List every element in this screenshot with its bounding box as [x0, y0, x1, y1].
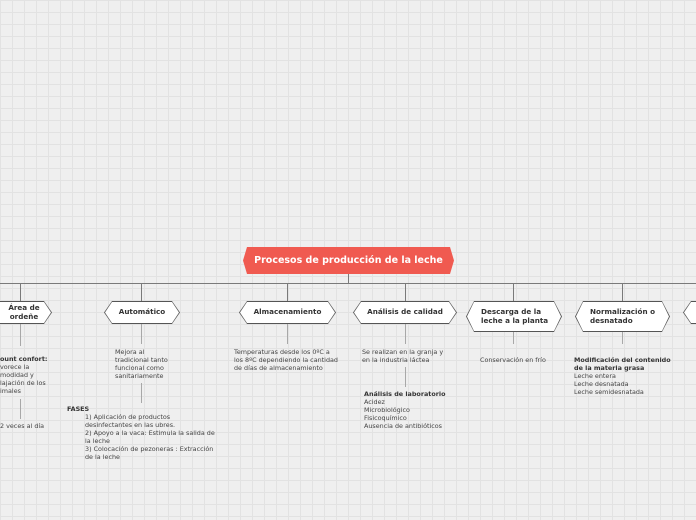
note-line: modidad y [0, 371, 34, 379]
note-line: Mejora al [115, 348, 145, 356]
note-line: 1) Aplicación de productos [85, 413, 171, 421]
topic-label: Almacenamiento [253, 307, 322, 317]
note-title: Análisis de laboratorio [364, 390, 446, 398]
note-title: Modificación del contenido [574, 356, 671, 364]
note-line: 3) Colocación de pezoneras : Extracción [85, 445, 214, 453]
root-connector [348, 274, 349, 283]
note-auto-phases: FASES 1) Aplicación de productos desinfe… [67, 405, 215, 461]
note-norm: Modificación del contenido de la materia… [574, 356, 671, 396]
note-orde: ount confort: vorece la modidad y lajaci… [0, 355, 47, 395]
note-title: ount confort: [0, 355, 48, 363]
topic-label: Análisis de calidad [367, 307, 443, 317]
branch-drop-almac [287, 283, 288, 301]
note-almac: Temperaturas desde los 0ºC a los 8ºC dep… [234, 348, 338, 372]
note-line: de la leche [85, 453, 120, 461]
note-line: Ausencia de antibióticos [364, 422, 443, 430]
note-line: Se realizan en la granja y [362, 348, 444, 356]
topic-label: Área de [8, 303, 40, 312]
note-line: Leche desnatada [574, 380, 629, 388]
topic-partial-right[interactable] [683, 301, 696, 324]
topic-almacenamiento[interactable]: Almacenamiento [239, 301, 336, 324]
branch-drop-calidad [405, 283, 406, 301]
central-topic-label: Procesos de producción de la leche [254, 255, 443, 266]
note-line: imales [0, 387, 21, 395]
note-calidad-lab: Análisis de laboratorio Acidez Microbiol… [364, 390, 445, 430]
topic-label: Automático [118, 307, 166, 317]
note-line: los 8ºC dependiendo la cantidad [234, 356, 338, 364]
branch-drop-auto [141, 283, 142, 301]
topic-label: Normalización o [590, 307, 656, 316]
note-line: Leche entera [574, 372, 616, 380]
note-connector [405, 367, 406, 387]
topic-analisis-calidad[interactable]: Análisis de calidad [353, 301, 457, 324]
central-topic[interactable]: Procesos de producción de la leche [243, 247, 454, 274]
note-connector [20, 399, 21, 419]
note-line: lajación de los [0, 379, 46, 387]
note-connector [141, 383, 142, 403]
note-line: tradicional tanto [115, 356, 168, 364]
note-line: Temperaturas desde los 0ºC a [234, 348, 330, 356]
topic-label: leche a la planta [481, 315, 549, 325]
note-line: desinfectantes en las ubres. [85, 421, 176, 429]
note-line: 2) Apoyo a la vaca: Estimula la salida d… [85, 429, 215, 437]
topic-label: Descarga de la [481, 307, 542, 316]
topic-automatico[interactable]: Automático [104, 301, 180, 324]
note-connector [141, 324, 142, 344]
note-title: de la materia grasa [574, 364, 645, 372]
note-line: vorece la [0, 363, 30, 371]
note-descarga: Conservación en frío [480, 356, 546, 364]
note-line: en la industria láctea [362, 356, 430, 364]
note-line: Leche semidesnatada [574, 388, 644, 396]
note-connector [287, 324, 288, 344]
note-connector [513, 324, 514, 344]
note-auto: Mejora al tradicional tanto funcional co… [115, 348, 168, 380]
note-line: la leche [85, 437, 110, 445]
note-line: funcional como [115, 364, 164, 372]
main-branch-line [0, 283, 696, 284]
topic-label: ordeñe [9, 311, 39, 321]
note-line: Acidez [364, 398, 385, 406]
branch-drop-orde [20, 283, 21, 301]
topic-label: desnatado [590, 315, 633, 325]
note-calidad: Se realizan en la granja y en la industr… [362, 348, 443, 364]
note-orde-frequency: 2 veces al día [0, 422, 45, 430]
branch-drop-norm [622, 283, 623, 301]
note-line: sanitariamente [115, 372, 164, 380]
note-line: de días de almacenamiento [234, 364, 323, 372]
note-line: Microbiológico [364, 406, 410, 414]
note-line: Fisicoquímico [364, 414, 407, 422]
note-title: FASES [67, 405, 90, 413]
note-connector [20, 324, 21, 346]
note-connector [405, 324, 406, 344]
note-connector [622, 324, 623, 344]
branch-drop-descarga [513, 283, 514, 301]
